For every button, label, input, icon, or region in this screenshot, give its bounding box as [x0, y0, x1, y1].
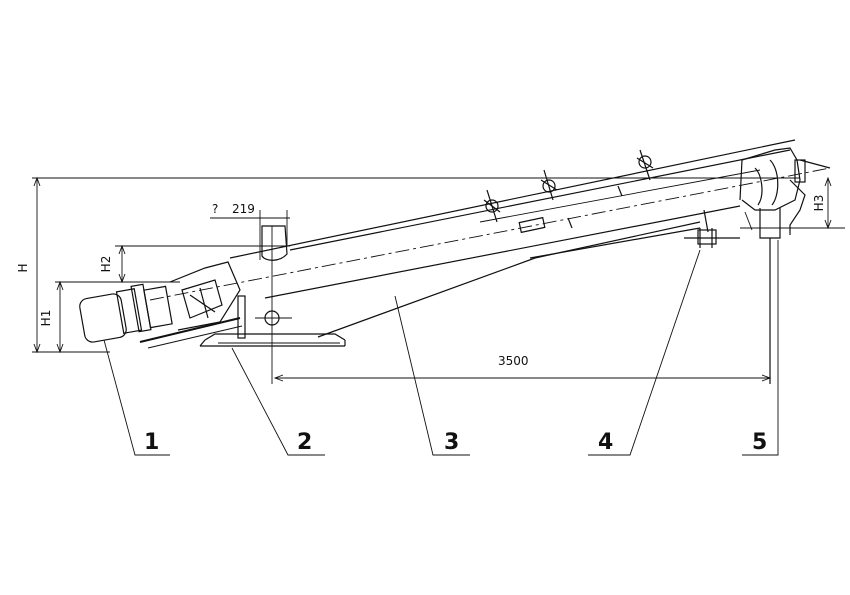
- base-support: [199, 225, 346, 347]
- callout-5: 5: [742, 240, 779, 456]
- callout-label-3: 3: [444, 430, 459, 455]
- dim-label-h: H: [16, 263, 30, 272]
- callout-label-2: 2: [297, 430, 312, 455]
- callout-1: 1: [103, 339, 170, 456]
- discharge-stand: [759, 179, 806, 384]
- callout-label-5: 5: [752, 430, 767, 455]
- callout-label-1: 1: [144, 430, 159, 455]
- bracket-b: [540, 169, 558, 201]
- callout-3: 3: [394, 295, 470, 456]
- tube-brackets: [483, 149, 654, 234]
- dim-label-h3: H3: [812, 195, 826, 212]
- dimension-top-offset: ? 219: [210, 202, 290, 260]
- conveyor-tube: [149, 139, 831, 338]
- dim-label-question: ?: [212, 202, 218, 216]
- dimension-h: H: [16, 176, 800, 354]
- dim-label-h2: H2: [99, 256, 113, 273]
- dimension-h1: H1: [39, 280, 120, 354]
- dimension-h3: H3: [740, 176, 845, 230]
- dim-label-h1: H1: [39, 310, 53, 327]
- dimension-3500: 3500: [271, 226, 772, 384]
- dimension-h2: H2: [99, 244, 290, 284]
- callout-4: 4: [588, 249, 701, 456]
- clamp-assembly: [684, 209, 740, 248]
- dim-label-219: 219: [232, 202, 255, 216]
- bracket-a: [483, 189, 501, 223]
- drive-motor: [79, 261, 243, 349]
- callout-label-4: 4: [598, 430, 613, 455]
- callout-2: 2: [231, 347, 325, 456]
- bracket-c: [636, 149, 654, 181]
- dim-label-3500: 3500: [498, 354, 529, 368]
